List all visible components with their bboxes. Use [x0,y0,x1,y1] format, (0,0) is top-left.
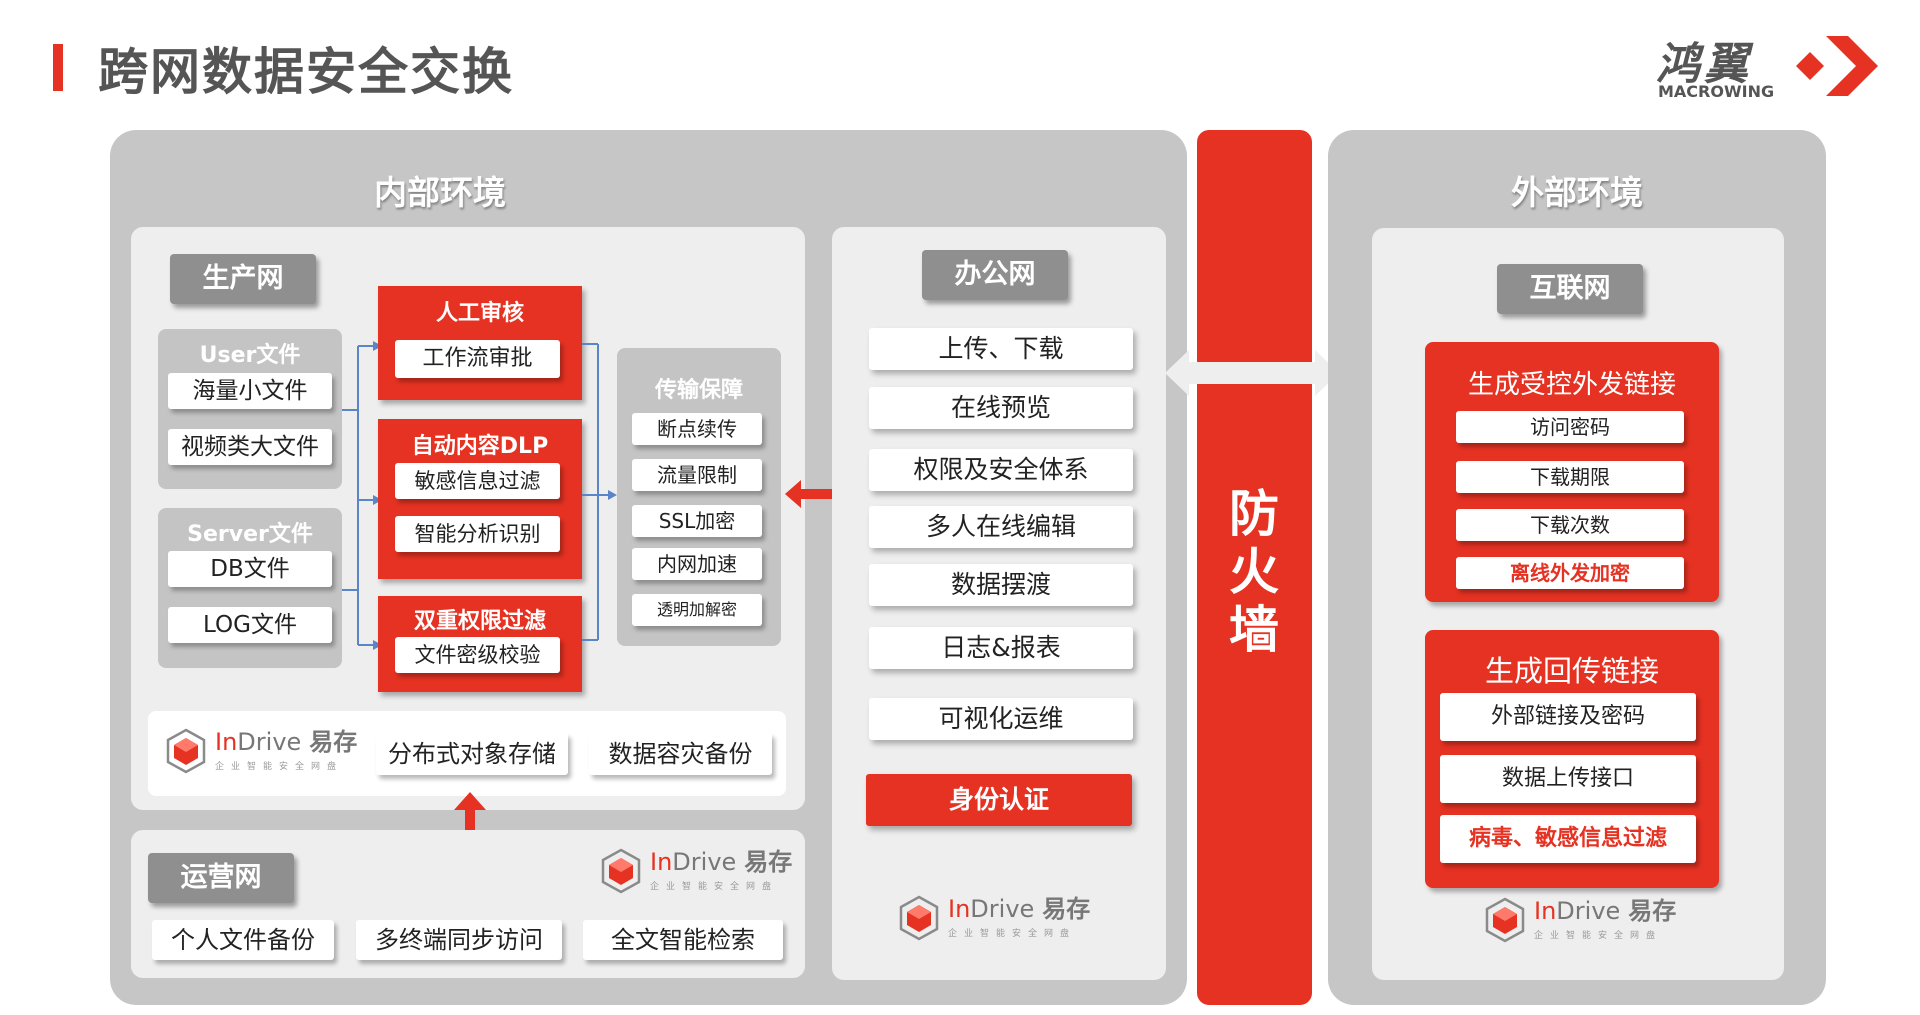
brand-name-cn: 鸿翼 [1656,39,1752,90]
dlp-item: 敏感信息过滤 [395,463,560,499]
logo-in: In [1534,897,1557,925]
external-environment-title: 外部环境 [1511,173,1643,212]
operations-item: 全文智能检索 [583,920,783,960]
production-network-tag: 生产网 [170,254,316,304]
brand-chevron-icon [1796,36,1878,96]
office-item: 在线预览 [869,387,1133,429]
firewall-label: 防火墙 [1229,485,1279,659]
office-item: 日志&报表 [869,627,1133,669]
indrive-cube-icon [601,848,641,894]
transport-item: 内网加速 [632,548,762,580]
logo-drive: Drive [970,895,1035,923]
operations-item: 个人文件备份 [152,920,334,960]
logo-in: In [215,728,238,756]
logo-cn: 易存 [1042,895,1091,923]
logo-cn: 易存 [309,728,358,756]
offline-encryption-item: 离线外发加密 [1456,557,1684,589]
dual-filter-title: 双重权限过滤 [413,609,546,634]
return-link-title: 生成回传链接 [1484,654,1659,688]
workflow-approval-item: 工作流审批 [395,340,560,378]
office-item: 数据摆渡 [869,564,1133,606]
user-file-item: 海量小文件 [168,373,332,409]
virus-filter-item: 病毒、敏感信息过滤 [1440,815,1696,863]
internet-tag: 互联网 [1497,264,1643,314]
return-link-item: 数据上传接口 [1440,755,1696,803]
controlled-link-item: 访问密码 [1456,411,1684,443]
title-accent-bar [53,44,63,91]
office-item: 多人在线编辑 [869,506,1133,548]
server-files-title: Server文件 [187,522,313,547]
storage-item: 分布式对象存储 [376,733,568,775]
dlp-item: 智能分析识别 [395,516,560,552]
logo-drive: Drive [672,848,737,876]
page-title: 跨网数据安全交换 [98,43,514,101]
brand-name-en: MACROWING [1658,82,1775,101]
transport-item: SSL加密 [632,505,762,537]
office-item: 权限及安全体系 [869,449,1133,491]
logo-tagline: 企业智能安全网盘 [948,929,1077,939]
logo-in: In [948,895,971,923]
auto-dlp-title: 自动内容DLP [411,434,549,459]
logo-drive: Drive [237,728,302,756]
indrive-cube-icon [166,728,206,774]
office-item: 可视化运维 [869,698,1133,740]
return-link-item: 外部链接及密码 [1440,693,1696,741]
controlled-link-item: 下载期限 [1456,461,1684,493]
transport-item: 透明加解密 [632,594,762,626]
manual-review-title: 人工审核 [435,301,524,326]
server-file-item: DB文件 [168,551,332,587]
user-files-title: User文件 [199,343,301,368]
double-arrow-horizontal-icon [785,480,851,508]
auto-dlp-box [378,419,582,579]
operations-network-tag: 运营网 [148,853,294,903]
controlled-link-item: 下载次数 [1456,509,1684,541]
logo-cn: 易存 [744,848,793,876]
indrive-cube-icon [899,895,939,941]
logo-cn: 易存 [1628,897,1677,925]
file-classification-item: 文件密级校验 [395,637,560,673]
logo-drive: Drive [1556,897,1621,925]
indrive-cube-icon [1485,897,1525,943]
firewall-column [1197,130,1312,1005]
user-file-item: 视频类大文件 [168,429,332,465]
connector-lines-left [342,341,382,650]
transport-guarantee-title: 传输保障 [654,378,743,403]
operations-item: 多终端同步访问 [356,920,562,960]
double-arrow-firewall-icon [1165,350,1339,396]
storage-item: 数据容灾备份 [589,733,772,775]
internal-environment-title: 内部环境 [374,173,506,212]
controlled-link-title: 生成受控外发链接 [1467,370,1676,400]
brand-logo: 鸿翼 MACROWING [1650,28,1890,108]
logo-tagline: 企业智能安全网盘 [1534,931,1663,941]
identity-auth-item: 身份认证 [866,774,1132,826]
logo-in: In [650,848,673,876]
logo-tagline: 企业智能安全网盘 [650,882,779,892]
server-file-item: LOG文件 [168,607,332,643]
transport-item: 流量限制 [632,459,762,491]
office-network-tag: 办公网 [922,250,1068,300]
office-item: 上传、下载 [869,328,1133,370]
logo-tagline: 企业智能安全网盘 [215,762,344,772]
transport-item: 断点续传 [632,413,762,445]
connector-lines-right [582,343,617,641]
